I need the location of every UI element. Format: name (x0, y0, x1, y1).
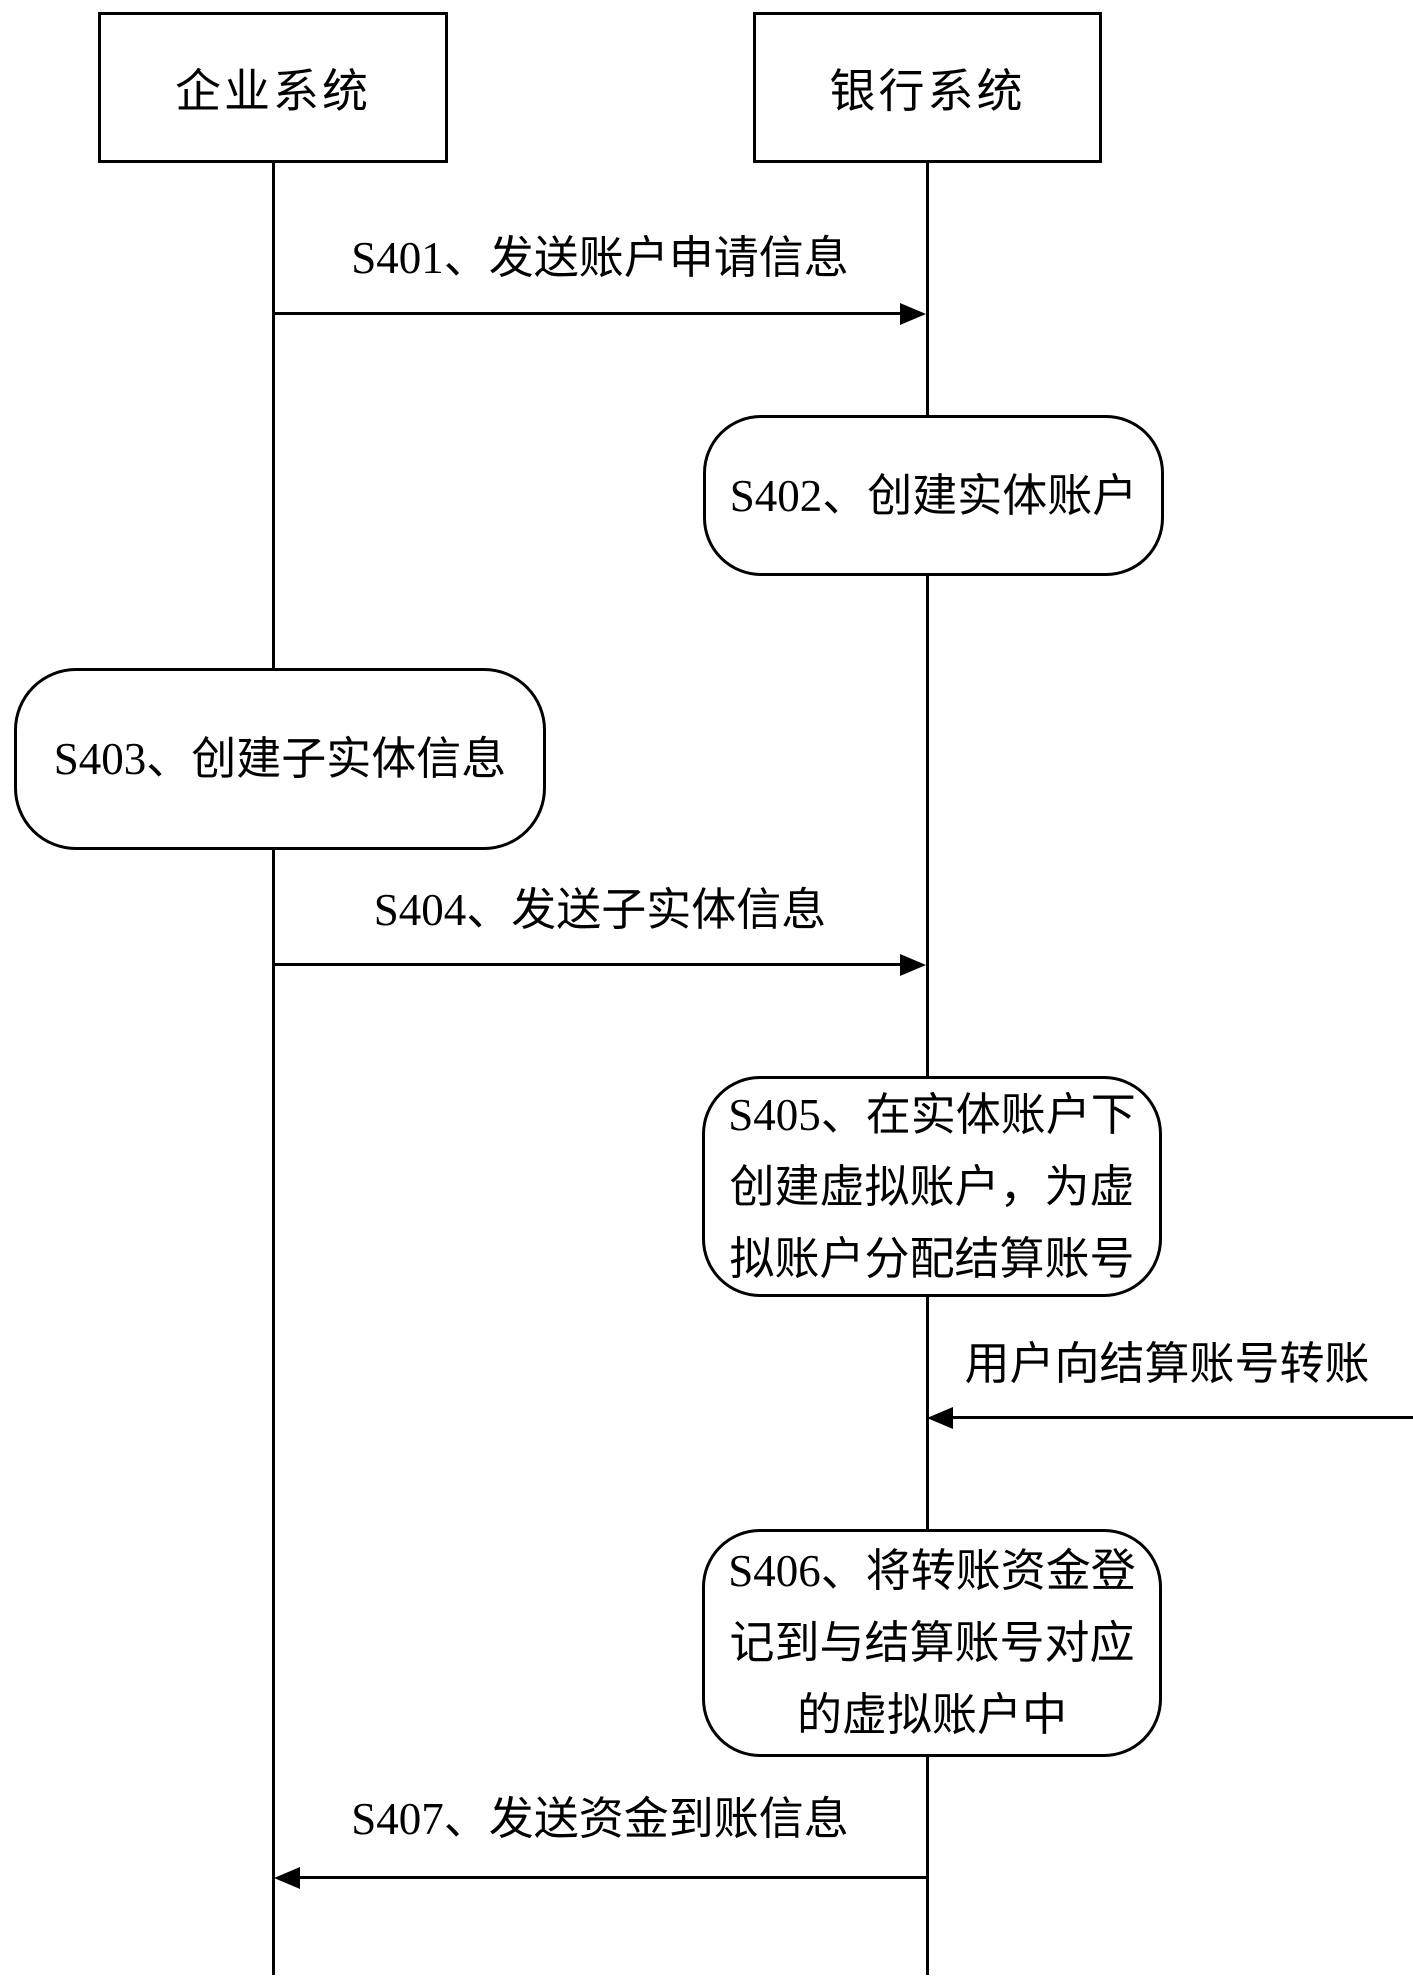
message-arrow-s401 (274, 312, 902, 315)
activity-text-s406-line1: S406、将转账资金登 (728, 1546, 1136, 1596)
actor-label-enterprise: 企业系统 (175, 65, 371, 117)
activity-text-s405-line2: 创建虚拟账户，为虚 (729, 1161, 1135, 1212)
activity-box-s405: S405、在实体账户下 创建虚拟账户，为虚 拟账户分配结算账号 (702, 1076, 1162, 1297)
activity-text-s402: S402、创建实体账户 (729, 470, 1138, 521)
message-arrow-user-transfer (951, 1416, 1413, 1419)
message-label-user-transfer: 用户向结算账号转账 (964, 1339, 1370, 1389)
activity-box-s402: S402、创建实体账户 (703, 415, 1164, 576)
arrowhead-left-icon (274, 1867, 300, 1889)
actor-box-enterprise: 企业系统 (98, 12, 448, 163)
activity-box-s406: S406、将转账资金登 记到与结算账号对应 的虚拟账户中 (702, 1529, 1162, 1757)
message-arrow-s404 (274, 963, 902, 966)
activity-box-s403: S403、创建子实体信息 (14, 668, 546, 850)
lifeline-bank (926, 163, 929, 1975)
actor-box-bank: 银行系统 (753, 12, 1102, 163)
actor-label-bank: 银行系统 (829, 65, 1026, 117)
activity-text-s405-line3: 拟账户分配结算账号 (729, 1233, 1135, 1284)
message-label-s401: S401、发送账户申请信息 (351, 233, 849, 283)
activity-text-s403: S403、创建子实体信息 (53, 734, 507, 784)
message-arrow-s407 (298, 1876, 929, 1879)
lifeline-enterprise (272, 163, 275, 1975)
activity-text-s406-line2: 记到与结算账号对应 (729, 1618, 1135, 1668)
activity-text-s405-line1: S405、在实体账户下 (728, 1089, 1136, 1140)
arrowhead-right-icon (900, 303, 926, 325)
message-label-s407: S407、发送资金到账信息 (351, 1794, 849, 1844)
message-label-s404: S404、发送子实体信息 (373, 885, 827, 935)
activity-text-s406-line3: 的虚拟账户中 (796, 1690, 1067, 1740)
arrowhead-right-icon (900, 954, 926, 976)
arrowhead-left-icon (927, 1407, 953, 1429)
